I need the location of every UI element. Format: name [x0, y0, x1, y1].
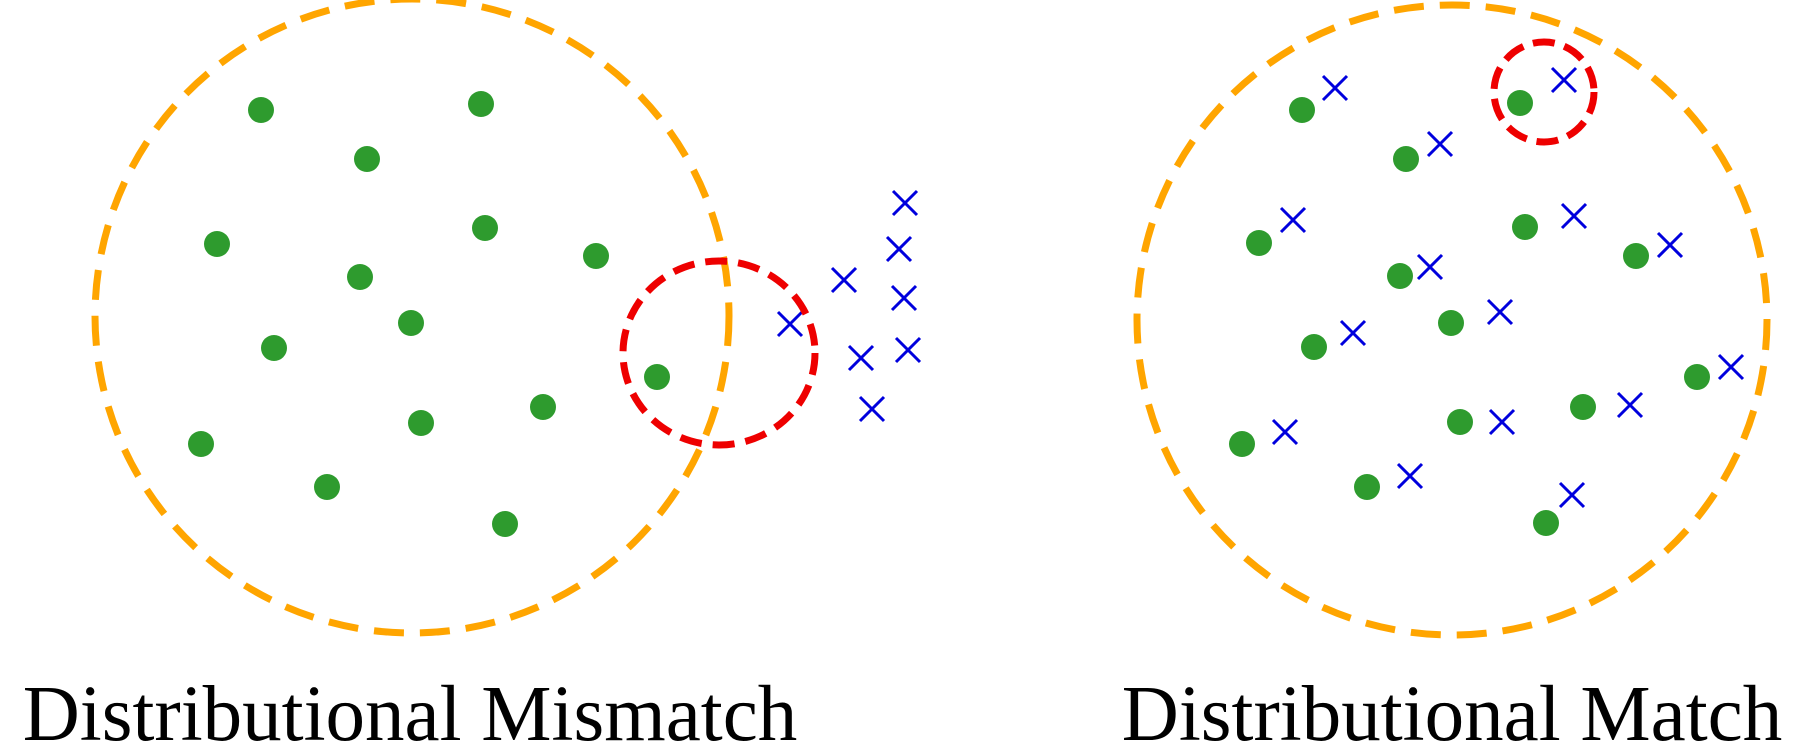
cross-marker: [1279, 206, 1307, 234]
cross-marker: [1426, 130, 1454, 158]
dot-group: [188, 91, 670, 537]
panel-caption: Distributional Mismatch: [23, 671, 798, 756]
region-boundary-circle: [1133, 1, 1771, 639]
cross-group: [776, 189, 922, 423]
cross-marker: [1486, 298, 1514, 326]
data-dot: [1623, 243, 1649, 269]
cross-marker: [1560, 202, 1588, 230]
data-dot: [1447, 409, 1473, 435]
dot-group: [1229, 90, 1710, 536]
data-dot: [188, 431, 214, 457]
data-dot: [408, 410, 434, 436]
data-dot: [1570, 394, 1596, 420]
cross-marker: [1550, 66, 1578, 94]
panel-match: Distributional Match: [1122, 1, 1782, 756]
cross-marker: [891, 189, 919, 217]
cross-marker: [885, 235, 913, 263]
cross-marker: [1271, 418, 1299, 446]
data-dot: [1387, 263, 1413, 289]
data-dot: [492, 511, 518, 537]
data-dot: [1301, 334, 1327, 360]
cross-marker: [858, 395, 886, 423]
data-dot: [261, 335, 287, 361]
data-dot: [530, 394, 556, 420]
data-dot: [248, 97, 274, 123]
data-dot: [314, 474, 340, 500]
cross-marker: [894, 336, 922, 364]
cross-marker: [1416, 253, 1444, 281]
data-dot: [1533, 510, 1559, 536]
data-dot: [472, 215, 498, 241]
data-dot: [1507, 90, 1533, 116]
data-dot: [398, 310, 424, 336]
data-dot: [1354, 474, 1380, 500]
cross-marker: [830, 266, 858, 294]
cross-group: [1271, 66, 1745, 509]
panel-mismatch: Distributional Mismatch: [23, 0, 922, 756]
cross-marker: [1396, 462, 1424, 490]
data-dot: [1438, 310, 1464, 336]
cross-marker: [776, 310, 804, 338]
data-dot: [1512, 214, 1538, 240]
highlight-ring: [1490, 38, 1598, 146]
data-dot: [1289, 97, 1315, 123]
region-boundary-circle: [91, 0, 733, 637]
data-dot: [347, 264, 373, 290]
data-dot: [583, 243, 609, 269]
cross-marker: [847, 344, 875, 372]
cross-marker: [1321, 74, 1349, 102]
data-dot: [1229, 431, 1255, 457]
data-dot: [354, 146, 380, 172]
cross-marker: [1616, 391, 1644, 419]
data-dot: [1684, 364, 1710, 390]
panel-caption: Distributional Match: [1122, 671, 1782, 756]
data-dot: [644, 364, 670, 390]
cross-marker: [1656, 231, 1684, 259]
data-dot: [468, 91, 494, 117]
cross-marker: [1488, 408, 1516, 436]
data-dot: [1393, 146, 1419, 172]
highlight-ring: [619, 257, 819, 449]
cross-marker: [1717, 353, 1745, 381]
data-dot: [204, 231, 230, 257]
data-dot: [1246, 230, 1272, 256]
cross-marker: [1339, 319, 1367, 347]
cross-marker: [1558, 481, 1586, 509]
cross-marker: [890, 284, 918, 312]
